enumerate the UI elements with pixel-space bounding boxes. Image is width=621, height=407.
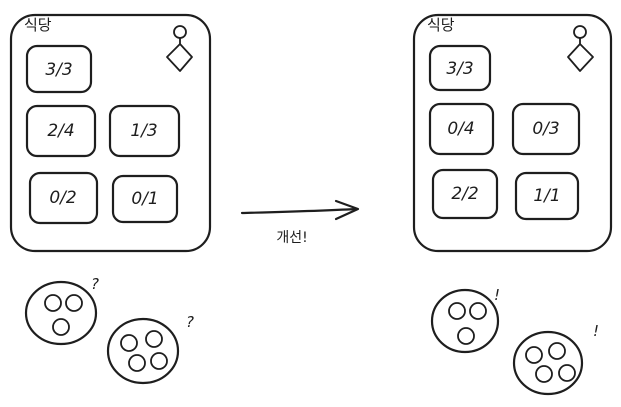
before-restaurant-title: 식당 [24, 16, 52, 34]
before-table-5: 0/1 [111, 174, 179, 224]
after-table-3-label: 0/3 [532, 119, 559, 139]
customer [548, 342, 566, 360]
after-table-2-label: 0/4 [447, 119, 474, 139]
customer [128, 354, 146, 372]
before-group-4-mark: ? [186, 313, 194, 331]
before-restaurant-frame [9, 13, 212, 253]
before-group-4: ? [106, 313, 194, 385]
group-plate [430, 288, 500, 354]
customer [457, 327, 475, 345]
diamond-icon [567, 43, 594, 72]
after-group-3-mark: ! [494, 286, 500, 304]
customer [525, 346, 543, 364]
before-table-2: 2/4 [25, 104, 97, 158]
customer [150, 352, 168, 370]
before-group-3-mark: ? [91, 275, 99, 293]
group-plate [24, 280, 98, 346]
improvement-arrow: 개선! [240, 199, 360, 246]
after-restaurant-title: 식당 [427, 16, 455, 34]
after-group-4: ! [512, 322, 599, 396]
customer [558, 364, 576, 382]
before-table-5-label: 0/1 [131, 189, 158, 209]
after-table-5: 1/1 [514, 171, 580, 221]
after-table-4-label: 2/2 [451, 184, 478, 204]
before-table-3-label: 1/3 [130, 121, 157, 141]
customer [44, 294, 62, 312]
person-icon [166, 25, 193, 72]
after-restaurant-frame [412, 13, 613, 253]
before-panel: 식당 3/3 2/4 1/3 0/2 0/1 [9, 13, 212, 253]
customer [145, 330, 163, 348]
before-table-3: 1/3 [108, 104, 181, 158]
after-table-3: 0/3 [511, 102, 581, 156]
before-table-4: 0/2 [28, 171, 99, 225]
improvement-caption: 개선! [276, 230, 307, 246]
customer [120, 334, 138, 352]
customer [65, 294, 83, 312]
after-table-1-label: 3/3 [446, 59, 473, 79]
before-table-1-label: 3/3 [45, 60, 72, 80]
before-table-1: 3/3 [25, 44, 93, 94]
before-group-3: ? [24, 275, 99, 346]
diamond-icon [166, 43, 193, 72]
customer [448, 302, 466, 320]
group-plate [512, 330, 584, 396]
person-icon [567, 25, 594, 72]
after-panel: 식당 3/3 0/4 0/3 2/2 1/1 [412, 13, 613, 253]
after-table-2: 0/4 [428, 102, 495, 156]
before-table-4-label: 0/2 [49, 188, 76, 208]
customer [535, 365, 553, 383]
group-plate [106, 317, 180, 385]
after-table-4: 2/2 [431, 168, 499, 220]
after-group-3: ! [430, 286, 500, 354]
customer [469, 302, 487, 320]
customer [52, 318, 70, 336]
after-table-5-label: 1/1 [533, 186, 560, 206]
before-table-2-label: 2/4 [47, 121, 74, 141]
after-group-4-mark: ! [593, 322, 599, 340]
after-table-1: 3/3 [428, 44, 492, 92]
